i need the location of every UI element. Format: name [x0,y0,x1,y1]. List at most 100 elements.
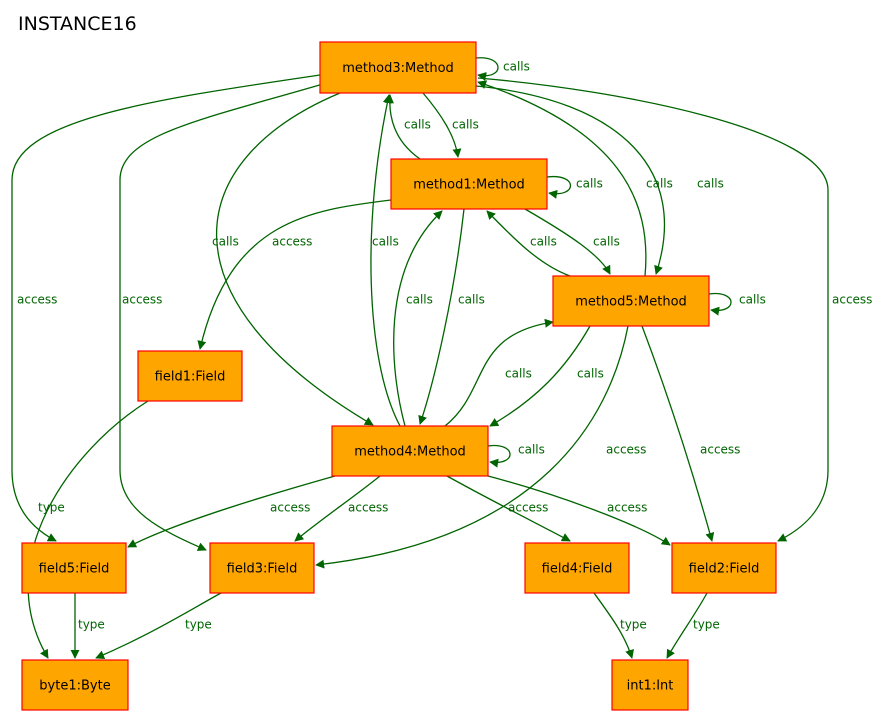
edge-method3-to-field5 [11,74,321,542]
edge-label-method5-to-field3: access [606,443,646,457]
edge-method5-to-field3 [315,325,629,569]
edge-line-method5-to-method1 [486,210,571,277]
nodes-layer: method3:Method method1:Method method5:Meth… [21,41,777,711]
node-box-field1 [137,350,243,402]
node-field1: field1:Field [137,350,243,402]
edge-label-method4-to-field5: access [270,501,310,515]
node-label-field3: field3:Field [227,562,298,577]
edge-line-method1-to-method4 [418,208,465,425]
edge-label-method4-to-field2: access [607,501,647,515]
edge-label-method5-to-method1: calls [530,235,557,249]
node-field5: field5:Field [21,542,127,594]
node-byte1: byte1:Byte [21,659,129,711]
edge-label-field3-to-byte1: type [185,618,212,632]
edge-method1-to-field1 [197,199,392,350]
edge-label-field2-to-int1: type [693,618,720,632]
edge-method3-to-field2 [477,77,829,542]
node-method1: method1:Method [390,158,548,210]
edges-layer [11,57,829,659]
edge-field2-to-int1 [666,592,708,659]
edge-label-method3-to-method3: calls [503,60,530,74]
node-box-field4 [524,542,630,594]
node-label-field1: field1:Field [155,370,226,385]
edge-method3-to-method3 [475,57,499,81]
edge-label-method4-to-field4: access [508,501,548,515]
node-field4: field4:Field [524,542,630,594]
edge-label-method3-to-field2: access [832,293,872,307]
edge-line-method4-to-field2 [487,475,671,546]
node-box-method1 [390,158,548,210]
edge-method5-to-field2 [641,325,715,542]
node-box-method4 [331,425,489,477]
edge-method4-to-field3 [294,475,381,542]
edge-method4-to-method3 [370,94,401,427]
node-box-method3 [319,41,477,94]
edge-label-method3-to-field5: access [17,293,57,307]
edge-line-field3-to-byte1 [95,592,222,659]
node-method5: method5:Method [552,275,710,327]
edge-method3-to-field3 [119,83,324,551]
edge-method4-to-field2 [487,475,671,546]
edge-line-method3-to-field5 [11,74,321,542]
edge-line-method3-to-method5 [475,85,666,275]
edge-line-method3-to-method3 [475,57,499,81]
edge-line-method3-to-field3 [119,83,324,551]
edge-label-method4-to-method5: calls [505,367,532,381]
edge-label-method5-to-field2: access [700,443,740,457]
edge-label-field4-to-int1: type [620,618,647,632]
edge-label-method1-to-field1: access [272,235,312,249]
node-box-field5 [21,542,127,594]
edge-method3-to-method4 [215,92,374,426]
edge-field4-to-int1 [593,592,634,659]
edge-label-method4-to-method1: calls [406,293,433,307]
node-box-byte1 [21,659,129,711]
node-box-int1 [611,659,689,711]
edge-label-method5-to-method5: calls [739,293,766,307]
edge-line-method3-to-method4 [215,92,374,426]
edge-line-field1-to-byte1 [27,400,149,659]
edge-label-method1-to-method5: calls [593,235,620,249]
edge-label-method5-to-method3: calls [646,177,673,191]
edge-line-method3-to-field2 [477,77,829,542]
edge-label-method1-to-method1: calls [576,177,603,191]
edge-line-method4-to-method5 [444,318,554,427]
edge-line-method5-to-field3 [315,325,629,569]
edge-method4-to-method4 [487,444,511,468]
edge-line-method5-to-method5 [708,292,732,316]
node-label-byte1: byte1:Byte [39,679,110,694]
edge-label-method3-to-method5: calls [697,177,724,191]
node-int1: int1:Int [611,659,689,711]
edge-method5-to-method4 [489,325,591,427]
node-field3: field3:Field [209,542,315,594]
edge-label-field5-to-byte1: type [78,618,105,632]
edge-label-method1-to-method4: calls [458,293,485,307]
node-field2: field2:Field [671,542,777,594]
edge-line-method4-to-field5 [127,475,336,548]
node-label-method5: method5:Method [575,295,687,310]
edge-line-method1-to-method1 [546,175,572,199]
node-box-method5 [552,275,710,327]
node-method3: method3:Method [319,41,477,94]
edge-method4-to-field4 [446,475,571,542]
edge-method1-to-method5 [524,208,611,275]
edge-label-method4-to-method4: calls [518,443,545,457]
edge-line-method1-to-method5 [524,208,611,275]
edge-method5-to-method3 [477,80,647,277]
edge-label-method4-to-method3: calls [372,235,399,249]
edge-method4-to-field5 [127,475,336,548]
edge-label-field1-to-byte1: type [38,501,65,515]
edge-label-method4-to-field3: access [348,501,388,515]
edge-label-method1-to-method3: calls [404,118,431,132]
edge-label-method3-to-method4: calls [212,235,239,249]
edge-line-field2-to-int1 [666,592,708,659]
node-label-method4: method4:Method [354,445,466,460]
edge-label-method3-to-field3: access [122,293,162,307]
edge-method1-to-method1 [546,175,572,199]
diagram-title: INSTANCE16 [18,13,137,35]
edge-method5-to-method5 [708,292,732,316]
node-label-field4: field4:Field [542,562,613,577]
edge-method5-to-method1 [486,210,571,277]
edge-label-method5-to-method4: calls [577,367,604,381]
edge-line-method4-to-method3 [370,94,401,427]
edge-line-method4-to-method4 [487,444,511,468]
